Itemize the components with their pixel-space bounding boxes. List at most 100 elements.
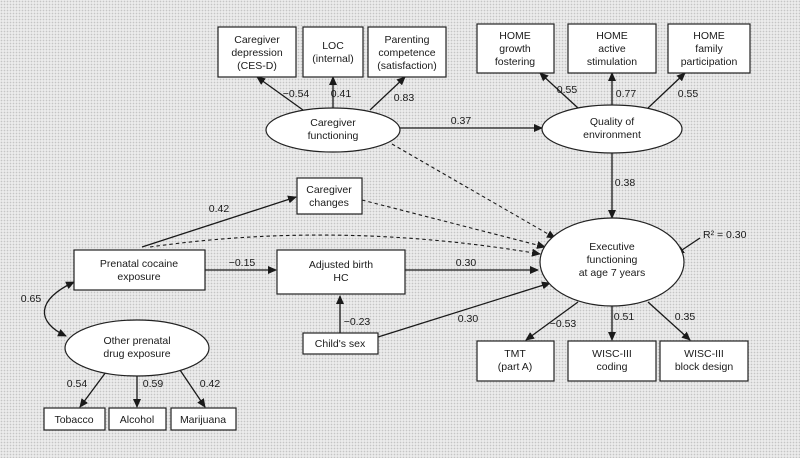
node-label-line: Caregiver bbox=[234, 34, 280, 46]
node-label-line: Parenting bbox=[385, 34, 430, 46]
edge-qe-growth bbox=[539, 72, 579, 109]
edges bbox=[43, 72, 701, 408]
edge-cg-depression bbox=[256, 76, 304, 111]
edge-cocaine-other-corr bbox=[43, 281, 75, 337]
node-label-line: drug exposure bbox=[103, 348, 170, 360]
node-label-line: block design bbox=[675, 361, 734, 373]
node-tobacco: Tobacco bbox=[43, 407, 106, 431]
coef-qe-ef: 0.38 bbox=[615, 177, 636, 189]
node-label-line: Quality of bbox=[590, 116, 634, 128]
node-loc: LOC (internal) bbox=[302, 26, 364, 78]
edge-sex-ef bbox=[377, 281, 551, 338]
node-label-line: participation bbox=[681, 56, 738, 68]
node-label-line: exposure bbox=[117, 271, 160, 283]
node-caregiver-depression: Caregiver depression (CES-D) bbox=[217, 26, 297, 78]
node-home-growth: HOME growth fostering bbox=[476, 23, 555, 74]
node-label-line: TMT bbox=[504, 348, 526, 360]
node-marijuana: Marijuana bbox=[170, 407, 237, 431]
coef-cg-parenting: 0.83 bbox=[394, 92, 415, 104]
node-label-line: active bbox=[598, 43, 626, 55]
nodes: Caregiver depression (CES-D) LOC (intern… bbox=[43, 23, 751, 431]
node-label-line: (part A) bbox=[498, 361, 532, 373]
coef-qe-active: 0.77 bbox=[616, 88, 637, 100]
node-label-line: Tobacco bbox=[54, 414, 93, 426]
node-label-line: Adjusted birth bbox=[309, 259, 373, 271]
node-label-line: Caregiver bbox=[310, 117, 356, 129]
node-label-line: (internal) bbox=[312, 53, 353, 65]
node-label-line: at age 7 years bbox=[579, 267, 646, 279]
node-label-line: Marijuana bbox=[180, 414, 226, 426]
coef-sex-ef: 0.30 bbox=[458, 313, 479, 325]
edge-changes-ef-dashed bbox=[361, 199, 546, 249]
coef-cg-depression: −0.54 bbox=[283, 88, 310, 100]
node-other-prenatal: Other prenatal drug exposure bbox=[64, 319, 210, 377]
node-prenatal-cocaine: Prenatal cocaine exposure bbox=[73, 249, 206, 291]
node-quality-environment: Quality of environment bbox=[541, 104, 683, 154]
coef-ef-coding: 0.51 bbox=[614, 311, 635, 323]
coef-hc-ef: 0.30 bbox=[456, 257, 477, 269]
node-label-line: Child's sex bbox=[315, 338, 366, 350]
coef-cocaine-changes: 0.42 bbox=[209, 203, 230, 215]
node-label-line: competence bbox=[378, 47, 435, 59]
node-wisc-block: WISC-III block design bbox=[659, 340, 749, 382]
node-caregiver-changes: Caregiver changes bbox=[296, 177, 363, 215]
node-label-line: fostering bbox=[495, 56, 535, 68]
node-label-line: HOME bbox=[596, 30, 628, 42]
node-wisc-coding: WISC-III coding bbox=[567, 340, 657, 382]
edge-ef-block bbox=[647, 301, 691, 341]
node-label-line: Alcohol bbox=[120, 414, 154, 426]
node-label-line: HOME bbox=[499, 30, 531, 42]
edge-cg-parenting bbox=[369, 76, 406, 111]
node-adjusted-birth-hc: Adjusted birth HC bbox=[276, 249, 406, 295]
node-home-active: HOME active stimulation bbox=[567, 23, 657, 74]
edge-qe-family bbox=[647, 72, 686, 109]
node-label-line: (satisfaction) bbox=[377, 60, 437, 72]
coef-cocaine-hc: −0.15 bbox=[229, 257, 256, 269]
node-label-line: functioning bbox=[587, 254, 638, 266]
node-label-line: coding bbox=[597, 361, 628, 373]
node-childs-sex: Child's sex bbox=[302, 332, 379, 355]
coef-cocaine-other-corr: 0.65 bbox=[21, 293, 42, 305]
node-label-line: changes bbox=[309, 197, 349, 209]
node-label-line: family bbox=[695, 43, 723, 55]
node-label-line: Executive bbox=[589, 241, 635, 253]
node-home-family: HOME family participation bbox=[667, 23, 751, 74]
coef-cg-qe: 0.37 bbox=[451, 115, 472, 127]
node-executive-functioning: Executive functioning at age 7 years bbox=[539, 217, 685, 307]
node-label-line: growth bbox=[499, 43, 531, 55]
coef-ef-tmt: −0.53 bbox=[550, 318, 577, 330]
node-label-line: Caregiver bbox=[306, 184, 352, 196]
node-label-line: WISC-III bbox=[684, 348, 724, 360]
node-label-line: Other prenatal bbox=[103, 335, 170, 347]
coefficients: −0.54 0.41 0.83 0.55 0.77 0.55 0.37 0.38… bbox=[21, 84, 747, 390]
node-caregiver-functioning: Caregiver functioning bbox=[265, 107, 401, 153]
r-squared-label: R² = 0.30 bbox=[703, 229, 747, 241]
node-label-line: stimulation bbox=[587, 56, 637, 68]
node-label-line: environment bbox=[583, 129, 641, 141]
edge-other-marijuana bbox=[179, 369, 206, 408]
edge-cg-ef-dashed bbox=[391, 143, 556, 239]
node-parenting-competence: Parenting competence (satisfaction) bbox=[367, 26, 447, 78]
node-label-line: WISC-III bbox=[592, 348, 632, 360]
coef-qe-family: 0.55 bbox=[678, 88, 699, 100]
coef-sex-hc: −0.23 bbox=[344, 316, 371, 328]
node-label-line: LOC bbox=[322, 40, 344, 52]
node-label-line: functioning bbox=[308, 130, 359, 142]
node-label-line: (CES-D) bbox=[237, 60, 277, 72]
coef-other-marijuana: 0.42 bbox=[200, 378, 221, 390]
node-tmt: TMT (part A) bbox=[476, 340, 555, 382]
node-label-line: depression bbox=[231, 47, 283, 59]
coef-cg-loc: 0.41 bbox=[331, 88, 352, 100]
node-label-line: HOME bbox=[693, 30, 725, 42]
coef-ef-block: 0.35 bbox=[675, 311, 696, 323]
node-label-line: Prenatal cocaine bbox=[100, 258, 178, 270]
coef-other-alcohol: 0.59 bbox=[143, 378, 164, 390]
coef-qe-growth: 0.55 bbox=[557, 84, 578, 96]
node-label-line: HC bbox=[333, 272, 349, 284]
coef-other-tobacco: 0.54 bbox=[67, 378, 88, 390]
edge-ef-tmt bbox=[525, 301, 579, 341]
edge-cocaine-changes bbox=[141, 195, 297, 248]
edge-other-tobacco bbox=[79, 371, 107, 408]
node-alcohol: Alcohol bbox=[108, 407, 167, 431]
